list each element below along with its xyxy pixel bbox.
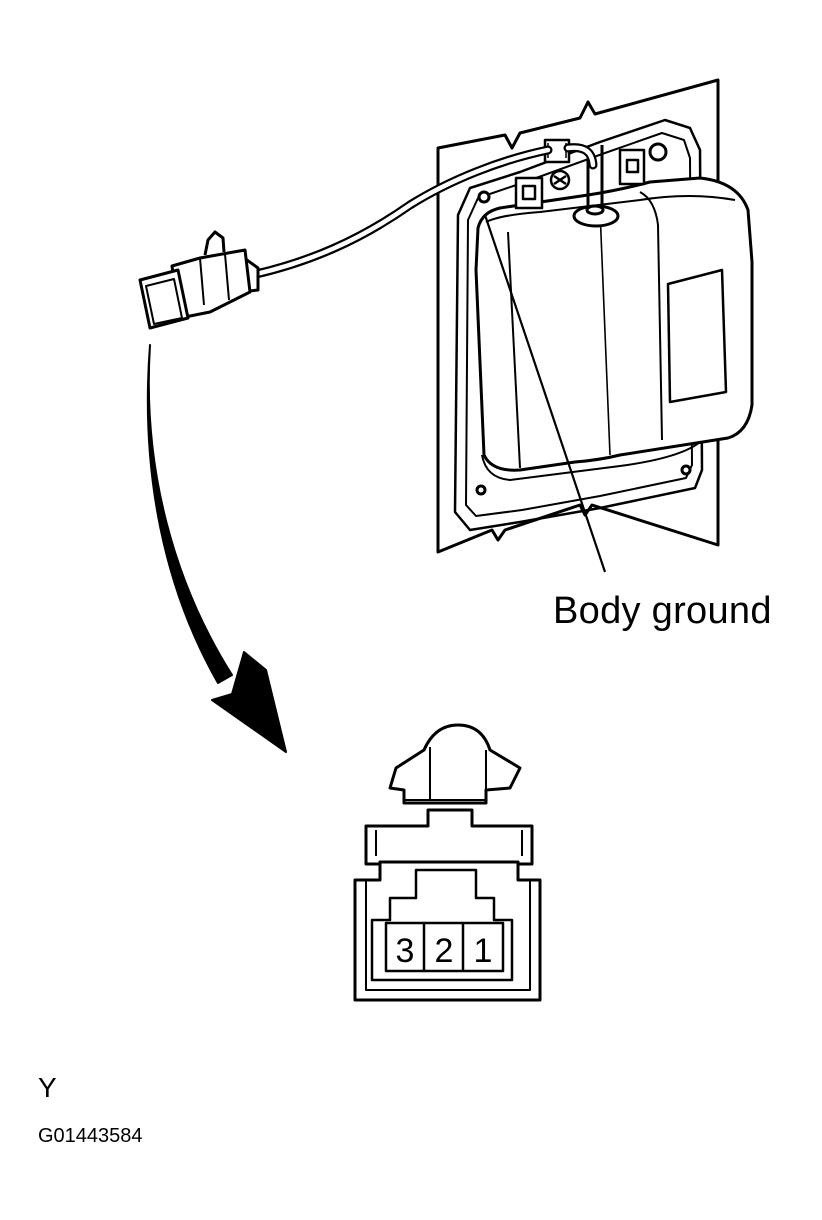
pin-label-1: 1	[474, 932, 493, 970]
harness-connector	[138, 230, 260, 330]
harness-wire	[247, 143, 598, 280]
connector-pin-labels: 3 2 1	[396, 932, 493, 970]
terminal-brackets	[514, 138, 646, 210]
body-ground-label: Body ground	[553, 590, 772, 632]
connector-face-view	[353, 723, 542, 1002]
figure-code-label: G01443584	[38, 1125, 143, 1147]
module-housing	[474, 145, 754, 481]
curved-arrow	[146, 344, 287, 753]
pin-label-2: 2	[435, 932, 454, 970]
body-ground-leader-line	[483, 214, 607, 573]
connector-color-label: Y	[38, 1072, 57, 1103]
pin-label-3: 3	[396, 932, 415, 970]
